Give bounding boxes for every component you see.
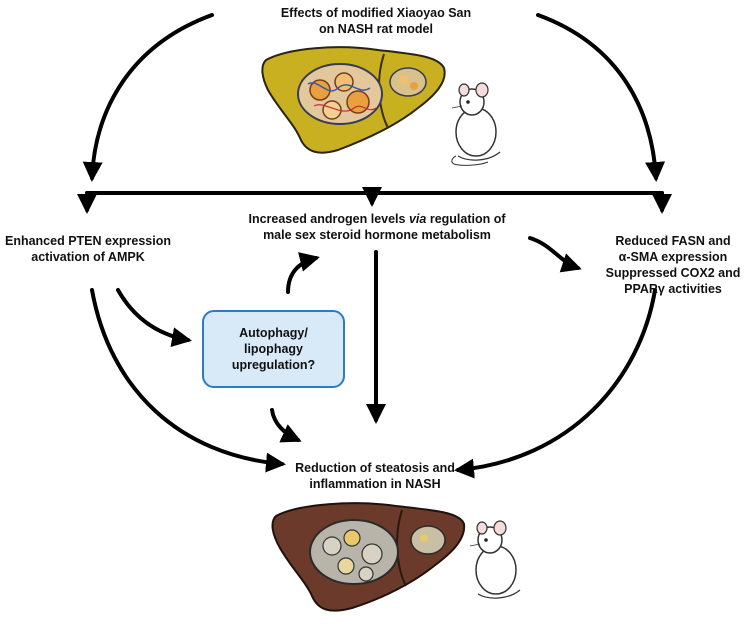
arrow-box-to-center [286,252,320,294]
liver-healthy-illustration [271,502,466,612]
arrow-title-to-left [82,13,214,182]
box-line-1: Autophagy/ [239,326,308,340]
bottom-node-label: Reduction of steatosis and inflammation … [280,460,470,492]
center-node-line-1-pre: Increased androgen levels [248,212,409,226]
right-node-line-2: α-SMA expression [618,250,728,264]
liver-diseased-illustration [261,46,446,154]
left-node-line-1: Enhanced PTEN expression [4,234,172,248]
bottom-node-line-2: inflammation in NASH [309,477,441,491]
rat-illustration-bottom [469,520,521,599]
right-node-line-1: Reduced FASN and [615,234,731,248]
arrow-left-to-bottom [90,288,286,473]
right-node-line-3: Suppressed COX2 and [605,266,741,280]
arrow-box-to-bottom [270,408,302,443]
autophagy-box: Autophagy/ lipophagy upregulation? [202,310,345,388]
title-line-2: on NASH rat model [319,22,433,36]
title-label: Effects of modified Xiaoyao San on NASH … [276,5,476,37]
center-node-line-1: Increased androgen levels via regulation… [228,211,526,227]
left-node-line-2: activation of AMPK [31,250,145,264]
title-line-1: Effects of modified Xiaoyao San [280,6,472,20]
arrow-left-to-box [116,288,192,348]
rat-illustration-top [451,82,501,166]
center-node-line-1-italic: via [408,212,427,226]
box-line-2: lipophagy [243,342,303,356]
arrow-center-to-right [528,236,582,273]
left-node-label: Enhanced PTEN expression activation of A… [0,233,176,265]
center-node-label: Increased androgen levels via regulation… [228,211,526,243]
box-line-3: upregulation? [231,358,316,372]
bottom-node-line-1: Reduction of steatosis and [295,461,455,475]
center-node-line-2: male sex steroid hormone metabolism [263,228,491,242]
arrow-title-to-right [536,13,666,182]
center-node-line-1-post: regulation of [426,212,506,226]
arrow-right-to-bottom [454,288,657,479]
right-node-label: Reduced FASN and α-SMA expression Suppre… [598,233,748,297]
right-node-line-4: PPARγ activities [624,282,722,296]
